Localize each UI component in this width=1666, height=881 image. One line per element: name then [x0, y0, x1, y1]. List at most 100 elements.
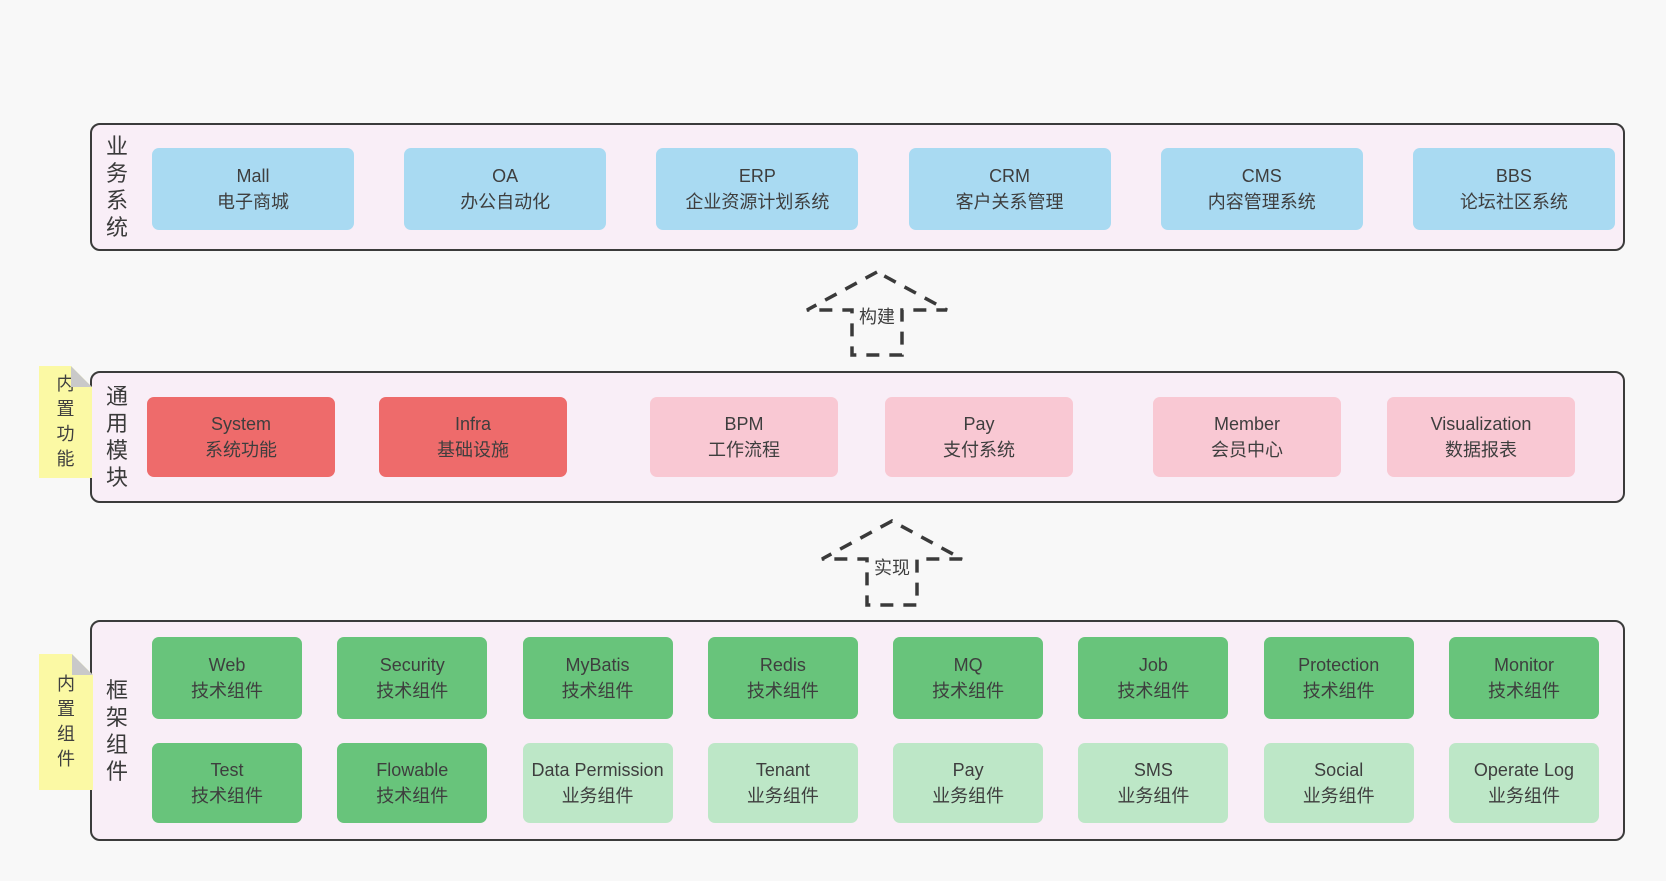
box-system: System 系统功能	[147, 397, 335, 477]
box-subtitle: 业务组件	[1302, 786, 1375, 806]
box-monitor: Monitor 技术组件	[1448, 637, 1599, 719]
box-subtitle: 客户关系管理	[955, 192, 1064, 212]
box-test: Test 技术组件	[152, 743, 302, 823]
box-title: Flowable	[376, 760, 449, 780]
box-title: OA	[492, 166, 519, 186]
box-title: System	[210, 414, 271, 434]
box-subtitle: 技术组件	[1487, 681, 1560, 701]
box-subtitle: 支付系统	[943, 440, 1015, 460]
business-systems-row: Mall 电子商城 OA 办公自动化 ERP 企业资源计划系统 CRM 客户关系…	[152, 148, 1615, 230]
panel-vertical-label: 业务系统	[105, 134, 128, 240]
box-title: Security	[379, 655, 445, 675]
sticky-label: 内置组件	[57, 674, 75, 769]
common-modules-panel: 通用模块 System 系统功能 Infra 基础设施 BPM 工作流程 Pay…	[90, 371, 1625, 503]
box-subtitle: 业务组件	[561, 786, 634, 806]
box-subtitle: 业务组件	[1487, 786, 1560, 806]
box-tenant: Tenant 业务组件	[707, 743, 858, 823]
box-title: BBS	[1495, 166, 1532, 186]
business-systems-panel: 业务系统 Mall 电子商城 OA 办公自动化 ERP 企业资源计划系统 CRM…	[90, 123, 1625, 251]
box-bpm: BPM 工作流程	[650, 397, 838, 477]
box-title: Redis	[759, 655, 806, 675]
box-title: Operate Log	[1473, 760, 1574, 780]
box-subtitle: 技术组件	[191, 786, 263, 806]
box-subtitle: 办公自动化	[460, 192, 551, 212]
box-title: Member	[1213, 414, 1280, 434]
box-subtitle: 内容管理系统	[1207, 192, 1316, 212]
box-mybatis: MyBatis 技术组件	[522, 637, 673, 719]
box-title: Pay	[963, 414, 995, 434]
box-protection: Protection 技术组件	[1263, 637, 1414, 719]
arrow-label: 实现	[871, 557, 913, 579]
box-title: CMS	[1241, 166, 1282, 186]
box-mall: Mall 电子商城	[152, 148, 354, 230]
box-subtitle: 业务组件	[932, 786, 1005, 806]
box-subtitle: 数据报表	[1445, 440, 1517, 460]
folded-corner-icon	[71, 366, 92, 387]
box-title: Infra	[454, 414, 492, 434]
box-title: Tenant	[755, 760, 810, 780]
box-subtitle: 技术组件	[932, 681, 1005, 701]
box-title: Test	[210, 760, 244, 780]
box-subtitle: 会员中心	[1211, 440, 1283, 460]
framework-row-2: Test 技术组件 Flowable 技术组件 Data Permission …	[152, 743, 1599, 823]
box-subtitle: 技术组件	[191, 681, 263, 701]
build-arrow: 构建	[800, 266, 954, 361]
box-title: Job	[1138, 655, 1168, 675]
box-title: Web	[208, 655, 246, 675]
panel-vertical-label: 框架组件	[105, 677, 128, 784]
box-member: Member 会员中心	[1153, 397, 1341, 477]
box-subtitle: 技术组件	[376, 681, 449, 701]
box-crm: CRM 客户关系管理	[908, 148, 1111, 230]
box-pay-system: Pay 支付系统	[885, 397, 1073, 477]
box-mq: MQ 技术组件	[893, 637, 1044, 719]
sticky-built-in-features: 内置功能	[39, 366, 92, 478]
box-subtitle: 业务组件	[746, 786, 819, 806]
box-title: Data Permission	[531, 760, 664, 780]
box-subtitle: 系统功能	[205, 440, 277, 460]
box-title: SMS	[1133, 760, 1173, 780]
box-title: MQ	[953, 655, 983, 675]
box-cms: CMS 内容管理系统	[1160, 148, 1363, 230]
box-title: Pay	[952, 760, 984, 780]
box-subtitle: 技术组件	[376, 786, 449, 806]
box-visualization: Visualization 数据报表	[1387, 397, 1575, 477]
box-title: Visualization	[1430, 414, 1532, 434]
box-subtitle: 电子商城	[217, 192, 289, 212]
sticky-label: 内置功能	[56, 374, 75, 469]
box-subtitle: 论坛社区系统	[1459, 192, 1568, 212]
box-title: BPM	[724, 414, 764, 434]
implement-arrow: 实现	[815, 514, 969, 611]
box-subtitle: 技术组件	[746, 681, 819, 701]
sticky-built-in-components: 内置组件	[39, 654, 93, 790]
box-title: MyBatis	[565, 655, 630, 675]
box-title: Mall	[236, 166, 270, 186]
box-subtitle: 技术组件	[561, 681, 634, 701]
box-redis: Redis 技术组件	[707, 637, 858, 719]
box-pay-biz: Pay 业务组件	[893, 743, 1044, 823]
panel-vertical-label: 通用模块	[105, 384, 128, 490]
box-title: CRM	[989, 166, 1031, 186]
box-oa: OA 办公自动化	[404, 148, 607, 230]
box-subtitle: 企业资源计划系统	[685, 192, 830, 212]
box-web: Web 技术组件	[152, 637, 302, 719]
framework-components-panel: 框架组件 Web 技术组件 Security 技术组件 MyBatis 技术组件…	[90, 620, 1625, 841]
box-subtitle: 工作流程	[708, 440, 780, 460]
box-bbs: BBS 论坛社区系统	[1412, 148, 1615, 230]
box-security: Security 技术组件	[337, 637, 488, 719]
arrow-label: 构建	[856, 306, 898, 328]
box-subtitle: 业务组件	[1117, 786, 1190, 806]
box-title: ERP	[738, 166, 776, 186]
box-social: Social 业务组件	[1263, 743, 1414, 823]
box-infra: Infra 基础设施	[379, 397, 567, 477]
box-operate-log: Operate Log 业务组件	[1448, 743, 1599, 823]
box-title: Monitor	[1493, 655, 1554, 675]
framework-row-1: Web 技术组件 Security 技术组件 MyBatis 技术组件 Redi…	[152, 637, 1599, 719]
box-subtitle: 基础设施	[437, 440, 509, 460]
box-title: Social	[1314, 760, 1364, 780]
box-data-permission: Data Permission 业务组件	[522, 743, 673, 823]
box-job: Job 技术组件	[1078, 637, 1229, 719]
box-title: Protection	[1298, 655, 1380, 675]
box-sms: SMS 业务组件	[1078, 743, 1229, 823]
box-subtitle: 技术组件	[1302, 681, 1375, 701]
